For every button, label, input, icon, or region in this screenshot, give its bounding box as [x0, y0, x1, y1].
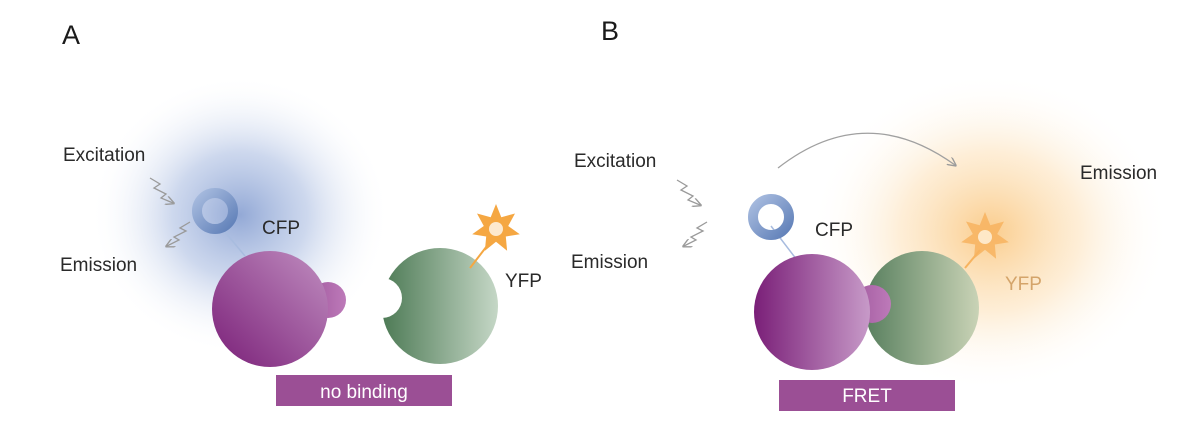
excitation-label: Excitation [574, 151, 656, 172]
cfp-fluorophore-icon [748, 194, 794, 240]
cfp-label: CFP [815, 220, 853, 241]
panel-a: A Excitation Emission CFP YFP no binding [60, 20, 542, 406]
excitation-squiggle-icon [149, 177, 173, 203]
green-protein [865, 251, 979, 365]
emission-squiggle-icon [684, 221, 708, 246]
purple-protein [754, 254, 870, 370]
emission-squiggle-icon [167, 221, 191, 246]
purple-protein [212, 251, 328, 367]
excitation-label: Excitation [63, 145, 145, 166]
panel-b: B Excitation Emission CFP YFP Emission F… [571, 16, 1170, 411]
no-binding-label: no binding [320, 382, 408, 403]
binding-pocket [362, 278, 402, 318]
panel-b-letter: B [601, 16, 619, 46]
green-protein [382, 248, 498, 364]
yfp-emission-label: Emission [1080, 163, 1157, 184]
no-binding-badge [276, 375, 452, 406]
panel-a-letter: A [62, 20, 80, 50]
excitation-squiggle-icon [676, 179, 700, 205]
yfp-label: YFP [505, 271, 542, 292]
fret-label: FRET [842, 386, 892, 407]
yfp-label: YFP [1005, 274, 1042, 295]
emission-label: Emission [60, 255, 137, 276]
energy-transfer-arrow [777, 132, 955, 169]
cfp-label: CFP [262, 218, 300, 239]
fret-badge [779, 380, 955, 411]
emission-label: Emission [571, 252, 648, 273]
yfp-core [978, 230, 992, 244]
cfp-fluorophore-icon [192, 188, 238, 234]
yfp-core [489, 222, 503, 236]
